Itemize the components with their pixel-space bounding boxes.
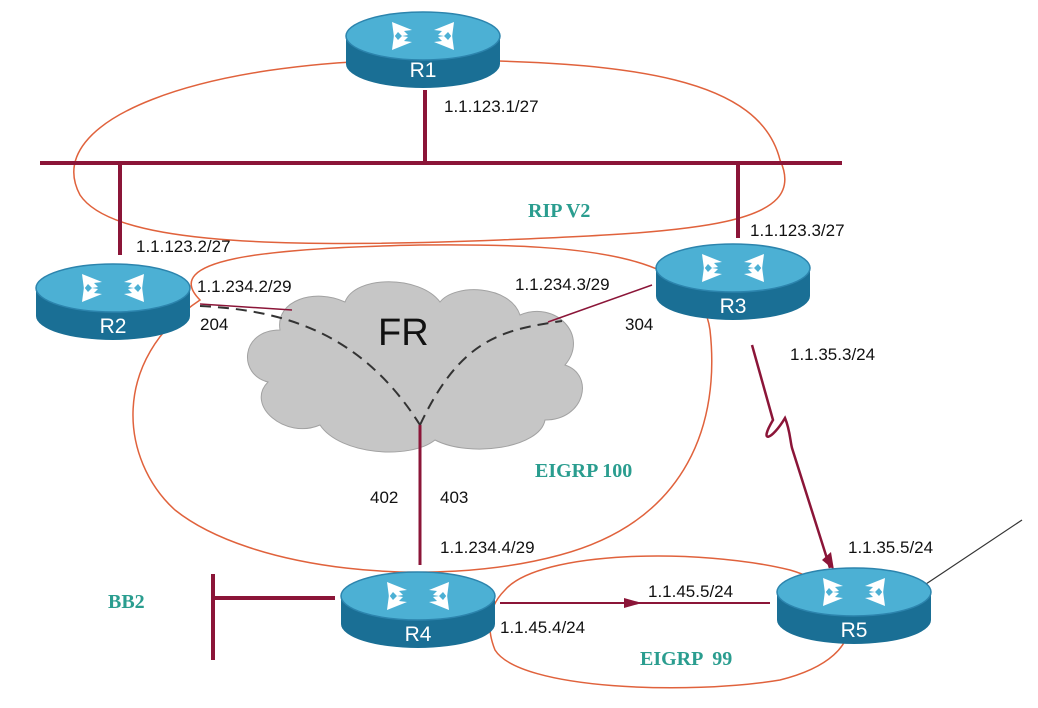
router-label: R5	[841, 619, 868, 642]
serial-arrowhead	[822, 552, 834, 570]
r1-lan-address: 1.1.123.1/27	[444, 97, 539, 116]
r3-serial-address: 1.1.35.3/24	[790, 345, 875, 364]
r4-dlci-to-r2: 402	[370, 488, 398, 507]
bb2-link	[211, 574, 335, 660]
frame-relay-cloud-icon	[246, 281, 583, 453]
router-label: R2	[100, 315, 127, 338]
r2-lan-address: 1.1.123.2/27	[136, 237, 231, 256]
r3-lan-address: 1.1.123.3/27	[750, 221, 845, 240]
router-r1: R1	[345, 11, 501, 89]
r3-fr-address: 1.1.234.3/29	[515, 275, 610, 294]
bb2-label: BB2	[108, 591, 145, 613]
r5-serial-address: 1.1.35.5/24	[848, 538, 933, 557]
ethernet-segment	[40, 90, 842, 255]
r4-dlci-to-r3: 403	[440, 488, 468, 507]
eigrp-100-label: EIGRP 100	[535, 460, 632, 482]
frame-relay-pvc	[199, 305, 563, 426]
eigrp-100-domain-ring	[132, 244, 713, 573]
router-label: R4	[405, 623, 432, 646]
r5-ethernet-address: 1.1.45.5/24	[648, 582, 733, 601]
r2-frame-relay-link	[199, 303, 293, 311]
r4-ethernet-address: 1.1.45.4/24	[500, 618, 585, 637]
router-r2: R2	[35, 263, 191, 341]
router-label: R3	[720, 295, 747, 318]
router-r3: R3	[655, 243, 811, 321]
r4-fr-address: 1.1.234.4/29	[440, 538, 535, 557]
router-r4: R4	[340, 571, 496, 649]
cloud-label: FR	[378, 312, 429, 354]
r3-r5-serial-link	[750, 344, 832, 569]
rip-v2-label: RIP V2	[528, 200, 590, 222]
r2-dlci: 204	[200, 315, 228, 334]
rip-v2-domain-ring	[73, 59, 786, 245]
eigrp-99-label: EIGRP 99	[640, 648, 732, 670]
r3-dlci: 304	[625, 315, 653, 334]
router-r5: R5	[776, 567, 932, 645]
r2-fr-address: 1.1.234.2/29	[197, 277, 292, 296]
eigrp-99-domain-ring	[489, 555, 850, 689]
router-label: R1	[410, 59, 437, 82]
r3-frame-relay-link	[547, 284, 653, 323]
ethernet-arrowhead	[624, 598, 642, 608]
